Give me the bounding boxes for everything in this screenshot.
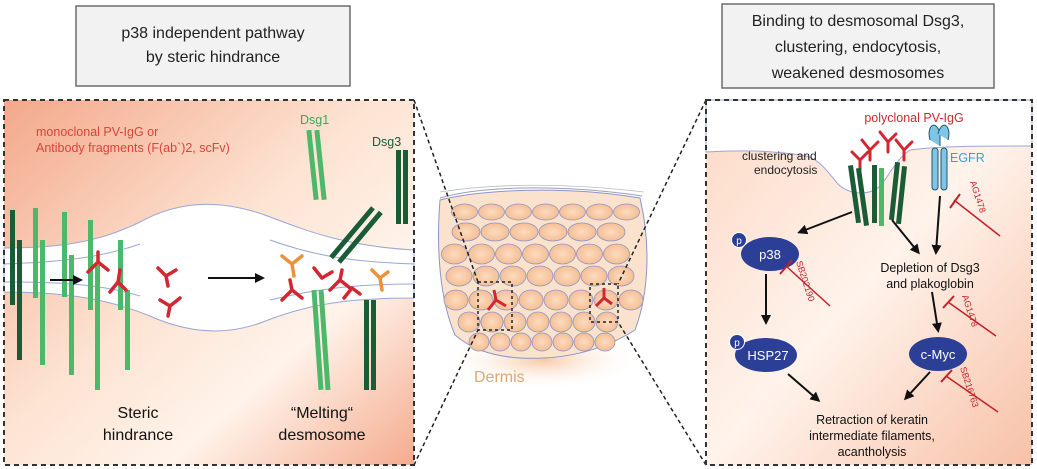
antibody-label-line2: Antibody fragments (F(ab`)2, scFv) xyxy=(36,141,230,155)
epidermal-cell xyxy=(586,203,613,221)
steric-label-line1: Steric xyxy=(118,405,159,422)
right-title-line1: Binding to desmosomal Dsg3, xyxy=(752,13,965,30)
epidermal-cell xyxy=(594,332,616,352)
epidermal-cell xyxy=(441,243,468,265)
epidermal-cell xyxy=(468,243,495,265)
clustering-label-line2: endocytosis xyxy=(754,163,817,177)
epidermal-cell xyxy=(526,265,554,287)
epidermis-illustration: Dermis xyxy=(413,99,707,466)
epidermal-cell xyxy=(495,243,522,265)
egfr-receptor xyxy=(928,124,950,191)
epidermal-cell xyxy=(567,222,597,242)
hsp27-label: HSP27 xyxy=(747,348,788,363)
left-panel: monoclonal PV-IgG or Antibody fragments … xyxy=(3,99,415,466)
epidermal-cell xyxy=(607,265,635,287)
epidermal-cell xyxy=(613,203,640,221)
left-title-line1: p38 independent pathway xyxy=(121,25,304,42)
melting-label-line1: “Melting“ xyxy=(291,405,353,422)
epidermal-cell xyxy=(518,289,544,311)
epidermal-cell xyxy=(445,265,473,287)
cmyc-label: c-Myc xyxy=(921,347,956,362)
epidermal-cell xyxy=(596,222,626,242)
zoom-box-right xyxy=(589,283,619,323)
left-title-box: p38 independent pathway by steric hindra… xyxy=(75,5,351,87)
epidermal-cell xyxy=(526,311,550,333)
epidermal-cell xyxy=(468,289,494,311)
right-panel: polyclonal PV-IgG clustering and endocyt… xyxy=(705,99,1033,466)
pathway-arrows xyxy=(761,195,942,402)
node-p38: p p38 xyxy=(731,232,799,271)
p38-phospho-badge: p xyxy=(736,236,742,247)
epidermal-cell xyxy=(531,332,553,352)
epidermal-cell xyxy=(489,332,511,352)
epidermal-cell xyxy=(451,203,478,221)
epidermal-cell xyxy=(553,265,581,287)
dsg3-strand-top xyxy=(396,150,408,224)
hsp27-phospho-badge: p xyxy=(734,338,740,349)
antibody-label-line1: monoclonal PV-IgG or xyxy=(36,125,158,139)
dsg3-label: Dsg3 xyxy=(372,135,401,149)
polyclonal-label: polyclonal PV-IgG xyxy=(864,111,963,125)
epidermal-cell xyxy=(503,311,527,333)
epidermal-cell xyxy=(457,311,481,333)
epidermal-cell xyxy=(451,222,481,242)
steric-label-line2: hindrance xyxy=(103,427,173,444)
epidermal-cell xyxy=(618,289,644,311)
melting-label-line2: desmosome xyxy=(278,427,365,444)
epidermal-cell xyxy=(480,311,504,333)
clustering-label-line1: clustering and xyxy=(742,149,817,163)
dsg3-cluster xyxy=(847,161,908,226)
cadherin-cluster-right xyxy=(311,206,383,391)
node-hsp27: p HSP27 xyxy=(729,334,797,372)
polyclonal-antibodies xyxy=(850,130,914,172)
epidermal-cell xyxy=(549,311,573,333)
right-title-box: Binding to desmosomal Dsg3, clustering, … xyxy=(721,3,995,89)
dsg1-strand-top xyxy=(306,129,327,201)
epidermal-cell xyxy=(538,222,568,242)
epidermal-cell xyxy=(559,203,586,221)
epidermal-cell xyxy=(580,265,608,287)
epidermal-cell xyxy=(552,332,574,352)
epidermal-cell xyxy=(505,203,532,221)
antibody-fragments xyxy=(86,250,182,318)
egfr-label: EGFR xyxy=(950,151,985,165)
epidermal-cell xyxy=(568,289,594,311)
epidermal-cell xyxy=(510,332,532,352)
epidermal-cell xyxy=(499,265,527,287)
epidermal-cell xyxy=(522,243,549,265)
epidermal-cell xyxy=(549,243,576,265)
zoom-box-left xyxy=(477,281,513,331)
retraction-line1: Retraction of keratin xyxy=(816,413,928,427)
epidermal-cell xyxy=(576,243,603,265)
epidermal-cell xyxy=(543,289,569,311)
epidermal-cell xyxy=(443,289,469,311)
epidermal-cell xyxy=(532,203,559,221)
p38-label: p38 xyxy=(759,247,781,262)
right-title-line3: weakened desmosomes xyxy=(771,65,945,82)
epidermal-cell xyxy=(603,243,630,265)
epidermal-cell xyxy=(472,265,500,287)
left-title-line2: by steric hindrance xyxy=(146,49,280,66)
antibody-bound xyxy=(280,254,390,302)
node-cmyc: c-Myc xyxy=(909,337,967,371)
dermis-label: Dermis xyxy=(474,369,525,386)
depletion-line2: and plakoglobin xyxy=(886,277,974,291)
retraction-line2: intermediate filaments, xyxy=(809,429,935,443)
right-title-line2: clustering, endocytosis, xyxy=(775,39,941,56)
epidermal-cells xyxy=(441,203,644,352)
depletion-line1: Depletion of Dsg3 xyxy=(880,261,979,275)
dsg1-label: Dsg1 xyxy=(300,113,329,127)
retraction-line3: acantholysis xyxy=(838,445,907,459)
epidermal-cell xyxy=(478,203,505,221)
epidermal-cell xyxy=(480,222,510,242)
epidermal-cell xyxy=(573,332,595,352)
epidermal-cell xyxy=(509,222,539,242)
